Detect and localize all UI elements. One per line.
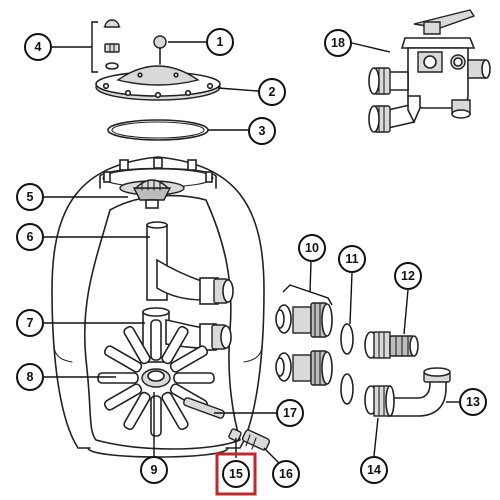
- callout-label-5: 5: [27, 190, 34, 204]
- callout-label-3: 3: [259, 124, 266, 138]
- callout-10: 10: [298, 234, 326, 262]
- part-kit-small-parts: [103, 19, 121, 70]
- part-multiport-valve: [368, 9, 491, 133]
- part-upper-pipe: [146, 221, 234, 305]
- callout-5: 5: [16, 183, 44, 211]
- part-diffuser: [119, 179, 185, 209]
- callout-7: 7: [16, 309, 44, 337]
- part-drain-fitting: [241, 429, 271, 451]
- part-filter-tank: [51, 156, 265, 458]
- callout-label-17: 17: [283, 406, 297, 420]
- callout-4: 4: [24, 33, 52, 61]
- callout-12: 12: [394, 262, 422, 290]
- callout-15-highlight-box: [215, 452, 257, 496]
- part-lid-knob: [153, 35, 167, 65]
- callout-label-6: 6: [27, 230, 34, 244]
- callout-11: 11: [338, 245, 366, 273]
- callout-6: 6: [16, 223, 44, 251]
- callout-label-1: 1: [217, 35, 224, 49]
- callout-9: 9: [140, 456, 168, 484]
- callout-label-15: 15: [229, 467, 243, 481]
- callout-label-10: 10: [305, 241, 319, 255]
- callout-14: 14: [360, 456, 388, 484]
- bracket-10: [282, 261, 333, 306]
- callout-label-4: 4: [35, 40, 42, 54]
- callout-label-18: 18: [331, 36, 345, 50]
- callout-13: 13: [459, 388, 487, 416]
- callout-3: 3: [248, 117, 276, 145]
- callout-15: 15: [215, 452, 257, 496]
- bracket-4: [52, 21, 98, 73]
- callout-label-14: 14: [367, 463, 381, 477]
- callout-label-16: 16: [279, 467, 293, 481]
- callout-17: 17: [276, 399, 304, 427]
- callout-label-9: 9: [151, 463, 158, 477]
- leader-lines: [44, 41, 459, 471]
- part-elbow: [387, 367, 451, 417]
- callout-1: 1: [206, 28, 234, 56]
- part-lateral-hub: [141, 368, 171, 388]
- callout-label-2: 2: [269, 85, 276, 99]
- callout-label-11: 11: [345, 252, 358, 266]
- callout-label-13: 13: [466, 395, 480, 409]
- part-lid: [95, 65, 221, 101]
- callout-label-7: 7: [27, 316, 34, 330]
- part-unions: [275, 302, 333, 386]
- callout-16: 16: [272, 460, 300, 488]
- part-gaskets: [340, 323, 354, 405]
- part-o-ring: [107, 119, 209, 141]
- part-laterals: [97, 319, 215, 437]
- part-union-nut: [364, 385, 395, 417]
- callout-label-8: 8: [27, 370, 34, 384]
- part-drain-plug: [228, 428, 242, 442]
- part-connector: [364, 331, 419, 359]
- callout-label-12: 12: [401, 269, 415, 283]
- callout-8: 8: [16, 363, 44, 391]
- callout-2: 2: [258, 78, 286, 106]
- callout-18: 18: [324, 29, 352, 57]
